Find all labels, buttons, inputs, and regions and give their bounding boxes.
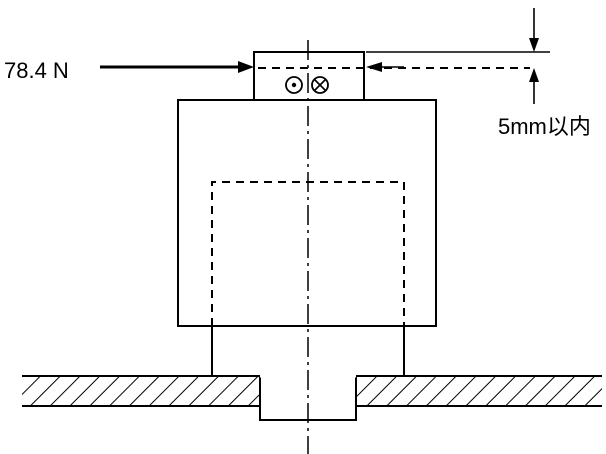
tolerance-label: 5mm以内 (498, 114, 591, 139)
force-label: 78.4 N (4, 58, 69, 83)
dimension-arrow-bottom (529, 68, 539, 104)
cross-in-circle-icon (311, 76, 329, 94)
dot-in-circle-icon (285, 76, 303, 94)
reaction-arrow (366, 62, 404, 72)
force-arrow (100, 61, 254, 73)
main-body (177, 99, 437, 327)
base-plate (22, 374, 602, 421)
dimension-arrow-top (529, 8, 539, 52)
top-cap (253, 51, 365, 101)
